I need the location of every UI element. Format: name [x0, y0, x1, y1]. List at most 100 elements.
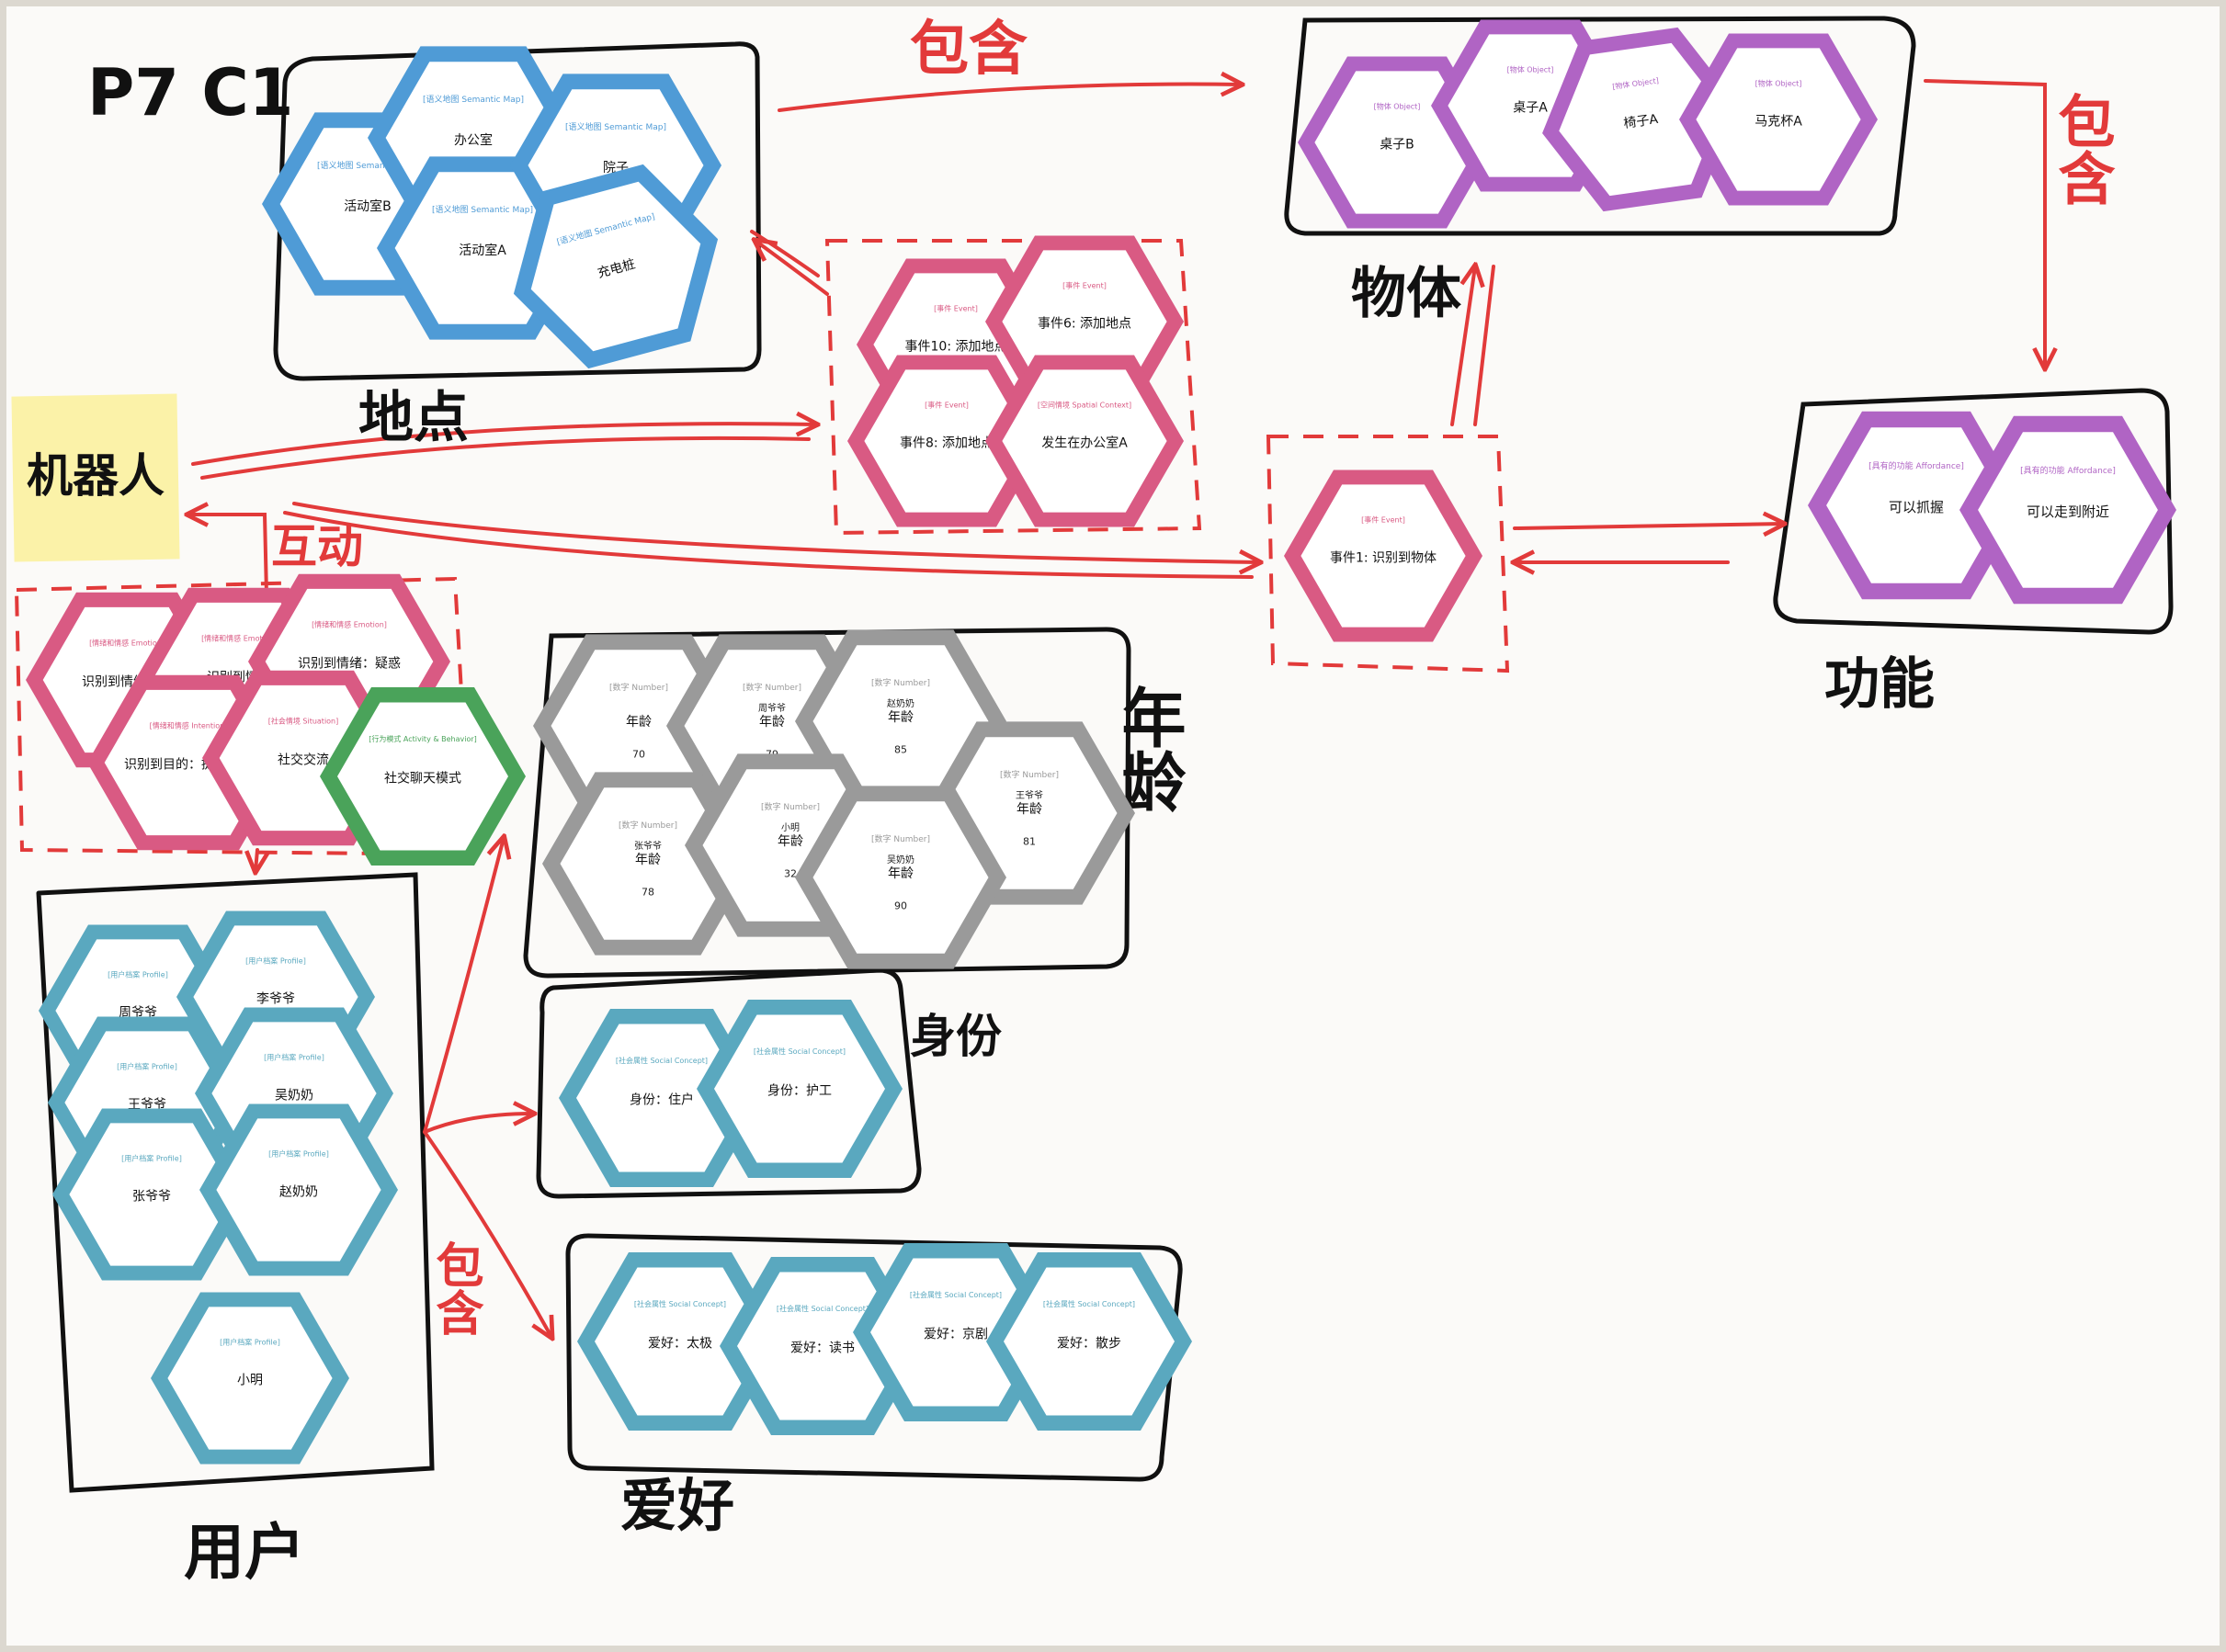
- card-category: [语义地图 Semantic Map]: [423, 94, 524, 105]
- episode_location-card: [事件 Event] 事件8: 添加地点: [847, 355, 1046, 527]
- card-face: [864, 369, 1029, 513]
- card-owner: 小明: [781, 822, 800, 833]
- arrow-robot-to-episode-object-2: [283, 511, 1254, 579]
- arrow-user-to-hobby: [423, 1130, 551, 1337]
- card-face: [812, 801, 989, 954]
- card-value: 78: [642, 887, 654, 899]
- card-face: [1559, 42, 1722, 197]
- arrow-user-to-age: [423, 838, 504, 1134]
- card-face: [737, 1272, 908, 1420]
- arrow-object-to-affordance: [1924, 79, 2045, 368]
- card-value: 32: [784, 868, 797, 880]
- card-category: [情绪和情感 Emotion]: [312, 620, 387, 629]
- card-label: 椅子A: [1623, 112, 1660, 131]
- card-label: 识别到情绪：疑惑: [298, 657, 401, 672]
- card-label: 爱好：太极: [648, 1337, 712, 1352]
- episode-location-box: [824, 239, 1202, 536]
- card-label: 可以走到附近: [2027, 504, 2109, 520]
- card-owner: 王爷爷: [1016, 789, 1043, 801]
- card-category: [事件 Event]: [1361, 515, 1405, 524]
- card-category: [情绪和情感 Emotion]: [89, 639, 165, 648]
- card-value: 81: [1023, 836, 1036, 848]
- card-face: [1978, 432, 2158, 588]
- card-category: [数字 Number]: [1000, 769, 1059, 780]
- card-face: [216, 1118, 381, 1262]
- card-label: 年龄: [635, 853, 661, 867]
- card-category: [用户档案 Profile]: [220, 1337, 280, 1346]
- object-card: [物体 Object]椅子A: [1542, 27, 1739, 212]
- card-face: [551, 650, 727, 802]
- identity-label: 身份: [910, 1010, 1002, 1063]
- robot-sticky-note: 机器人: [11, 393, 180, 562]
- episode_location-card: [空间情境 Spatial Context]发生在办公室A: [985, 355, 1184, 527]
- card-label: 马克杯A: [1755, 114, 1802, 129]
- card-category: [具有的功能 Affordance]: [2020, 465, 2116, 476]
- arrow-episode-to-location: [755, 241, 829, 296]
- arrow-episode-object-to-object: [1450, 266, 1475, 426]
- affordance-card: [具有的功能 Affordance] 可以走到附近: [1959, 415, 2176, 605]
- card-label: 办公室: [454, 132, 493, 148]
- arrow-location-to-object: [778, 85, 1241, 112]
- card-category: [物体 Object]: [1755, 78, 1802, 87]
- card-category: [事件 Event]: [925, 400, 969, 409]
- card-category: [用户档案 Profile]: [245, 956, 306, 965]
- card-value: 90: [894, 900, 907, 912]
- card-category: [具有的功能 Affordance]: [1868, 460, 1964, 471]
- card-label: 年龄: [888, 866, 914, 881]
- card-face: [576, 1024, 747, 1172]
- card-category: [数字 Number]: [743, 682, 801, 693]
- card-value: 70: [632, 749, 645, 761]
- card-value: 85: [894, 744, 907, 756]
- card-face: [714, 1014, 885, 1163]
- card-label: 社交交流: [278, 752, 329, 768]
- relation-arrows: [188, 81, 2045, 1337]
- card-label: 爱好：京剧: [924, 1328, 988, 1342]
- card-face: [595, 1267, 766, 1416]
- identity-card: [社会属性 Social Concept] 身份：护工: [697, 1000, 903, 1178]
- object-card: [物体 Object] 马克杯A: [1679, 33, 1878, 206]
- card-category: [事件 Event]: [934, 303, 978, 312]
- card-label: 年龄: [626, 715, 652, 730]
- card-category: [数字 Number]: [761, 801, 820, 812]
- object-label: 物体: [1351, 262, 1461, 326]
- card-category: [社会情境 Situation]: [268, 717, 339, 726]
- user-card: [用户档案 Profile]张爷爷: [52, 1108, 251, 1281]
- card-category: [用户档案 Profile]: [121, 1153, 182, 1162]
- card-face: [1696, 48, 1861, 191]
- card-label: 事件6: 添加地点: [1038, 316, 1131, 331]
- card-face: [560, 787, 736, 940]
- arrow-episode-object-to-affordance: [1513, 524, 1783, 528]
- card-face: [812, 645, 989, 798]
- arrow-robot-to-episode-location-2: [200, 436, 811, 480]
- board-title: P7 C1: [87, 55, 293, 130]
- age-box: [523, 627, 1131, 979]
- card-label: 桌子A: [1513, 100, 1548, 115]
- card-label: 身份：护工: [767, 1084, 832, 1099]
- arrow-object-to-episode-object: [1473, 265, 1495, 426]
- card-owner: 吴奶奶: [887, 854, 914, 866]
- card-owner: 周爷爷: [758, 702, 786, 714]
- card-label: 社交聊天模式: [384, 771, 461, 786]
- card-category: [社会属性 Social Concept]: [1043, 1299, 1135, 1308]
- card-face: [1826, 427, 2006, 583]
- card-label: 事件1: 识别到物体: [1330, 550, 1437, 565]
- card-category: [数字 Number]: [871, 833, 930, 844]
- interaction-label: 互动: [271, 520, 363, 573]
- affordance-box: [1773, 388, 2174, 635]
- card-label: 赵奶奶: [279, 1184, 318, 1199]
- card-label: 事件8: 添加地点: [900, 436, 994, 450]
- card-category: [用户档案 Profile]: [268, 1148, 329, 1158]
- card-category: [数字 Number]: [619, 820, 677, 831]
- arrow-interaction-to-user: [256, 848, 257, 871]
- affordance-label: 功能: [1824, 652, 1935, 717]
- card-owner: 赵奶奶: [887, 697, 914, 709]
- card-label: 可以抓握: [1889, 499, 1944, 515]
- card-category: [社会属性 Social Concept]: [910, 1290, 1002, 1299]
- card-label: 活动室B: [344, 198, 392, 214]
- card-category: [空间情境 Spatial Context]: [1038, 400, 1131, 409]
- location-card: [语义地图 Semantic Map]充电桩: [513, 164, 719, 369]
- location-box: [273, 41, 762, 381]
- card-category: [社会属性 Social Concept]: [754, 1047, 846, 1056]
